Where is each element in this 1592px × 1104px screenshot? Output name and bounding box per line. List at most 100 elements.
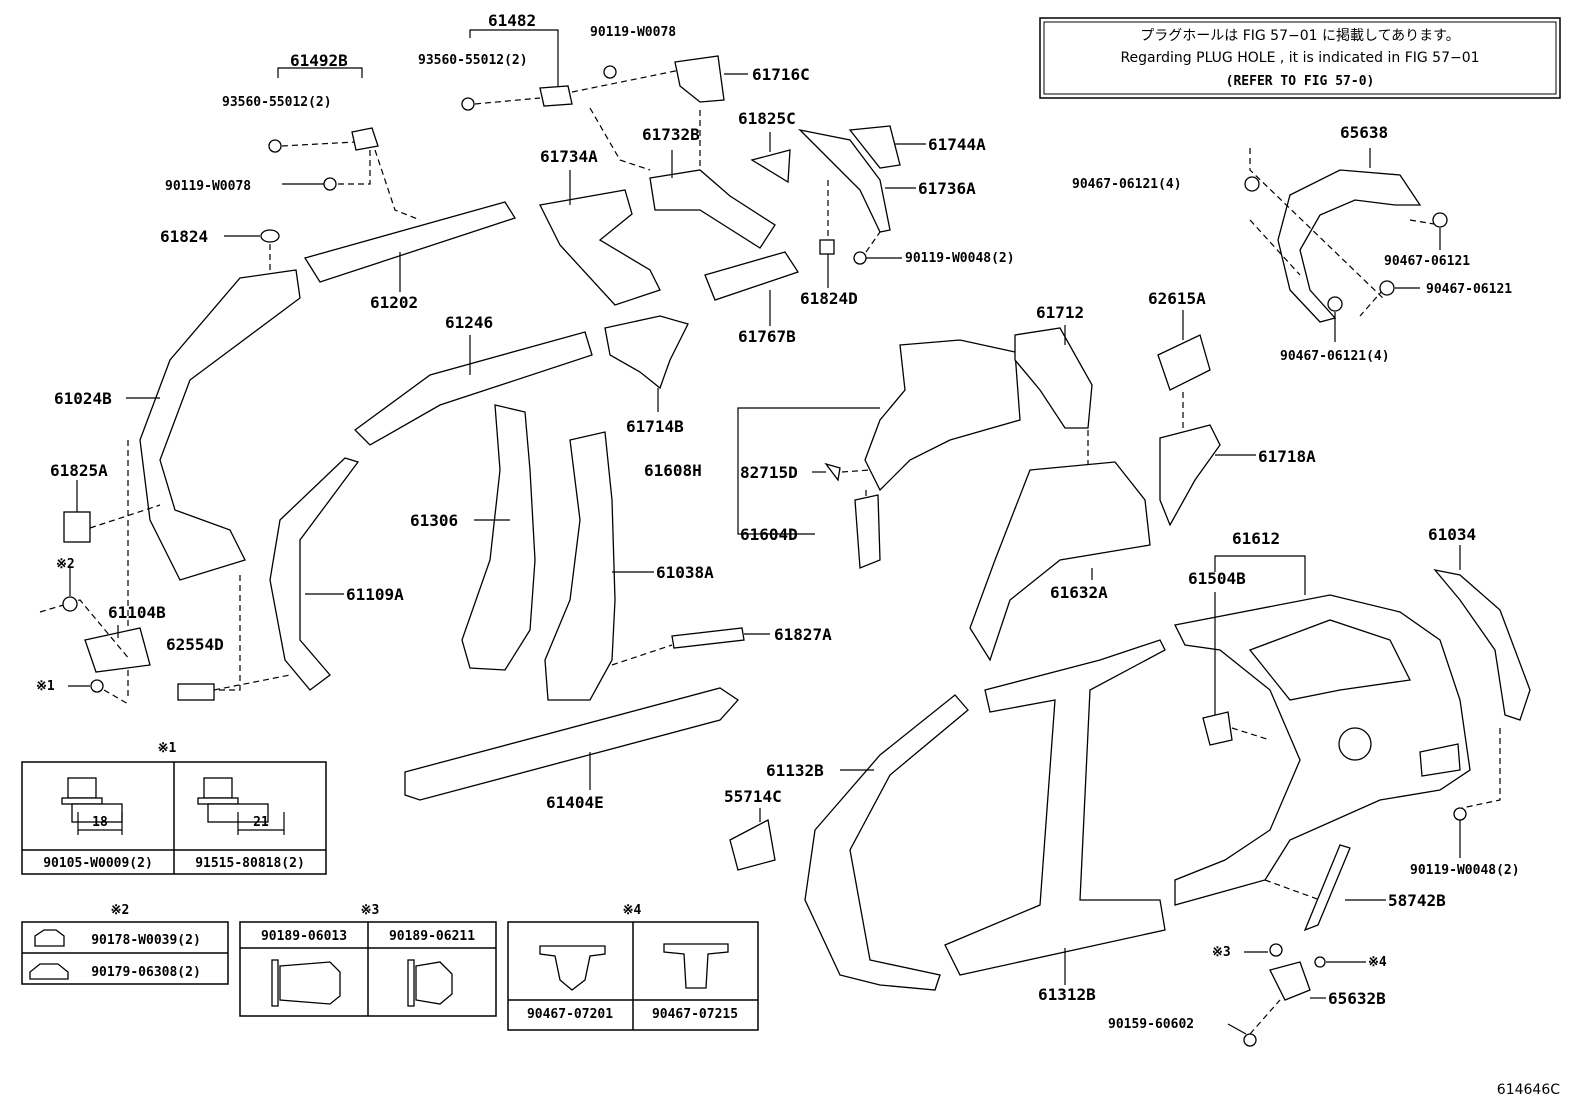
part-61104b xyxy=(84,627,151,673)
label-61736a: 61736A xyxy=(918,179,976,198)
part-group-61492b xyxy=(268,67,421,221)
bracket-61482 xyxy=(539,85,573,107)
label-61732b: 61732B xyxy=(642,125,700,144)
part-61038a xyxy=(544,431,616,701)
part-61712 xyxy=(1014,327,1093,429)
nut-b-icon xyxy=(29,963,69,980)
nut-a-icon xyxy=(34,929,65,947)
label-61612: 61612 xyxy=(1232,529,1280,548)
part-61744a xyxy=(848,125,901,169)
label-61734a: 61734A xyxy=(540,147,598,166)
label-90467-06121-4b: 90467-06121(4) xyxy=(1280,349,1390,364)
part-61504b xyxy=(1202,711,1233,746)
screw-icon xyxy=(1243,1033,1257,1047)
clip-icon xyxy=(1314,956,1326,968)
label-90119-w0078-b: 90119-W0078 xyxy=(165,179,251,194)
part-61202 xyxy=(303,201,516,283)
legend-table-4: ※4 90467-07201 90467-07215 xyxy=(507,903,759,1031)
note-line-1: プラグホールは FIG 57−01 に掲載してあります。 xyxy=(1140,28,1460,44)
label-61632a: 61632A xyxy=(1050,583,1108,602)
label-61718a: 61718A xyxy=(1258,447,1316,466)
label-61712: 61712 xyxy=(1036,303,1084,322)
label-90467-06121-a: 90467-06121 xyxy=(1384,254,1470,269)
legend-table-3: ※3 90189-06013 90189-06211 xyxy=(239,903,497,1017)
label-mark-3: ※3 xyxy=(1212,945,1231,960)
bracket-61492b xyxy=(351,127,379,151)
part-61608h xyxy=(864,339,1021,492)
legend-1-part-b: 91515-80818(2) xyxy=(195,856,305,871)
label-mark-4: ※4 xyxy=(1368,955,1387,970)
label-93560-a: 93560-55012(2) xyxy=(418,53,528,68)
part-group-61246 xyxy=(354,315,689,446)
part-61604d xyxy=(854,494,881,569)
nut-icon xyxy=(62,596,78,612)
label-90467-06121-b: 90467-06121 xyxy=(1426,282,1512,297)
bolt-icon xyxy=(268,139,282,153)
nut-icon xyxy=(1244,176,1260,192)
part-61246 xyxy=(354,331,593,446)
part-group-65632b xyxy=(1227,844,1386,1047)
part-group-61482 xyxy=(461,29,748,171)
label-61024b: 61024B xyxy=(54,389,112,408)
label-90119-w0048-a: 90119-W0048(2) xyxy=(905,251,1015,266)
label-61504b: 61504B xyxy=(1188,569,1246,588)
clip-icon xyxy=(1269,943,1283,957)
label-61104b: 61104B xyxy=(108,603,166,622)
legend-1-dim-b: 21 xyxy=(253,815,269,830)
bolt-icon xyxy=(90,679,104,693)
label-61034: 61034 xyxy=(1428,525,1476,544)
part-61732b xyxy=(649,169,776,249)
label-61824: 61824 xyxy=(160,227,208,246)
part-group-61034 xyxy=(1433,545,1531,858)
pad-61825a xyxy=(63,511,91,543)
label-61038a: 61038A xyxy=(656,563,714,582)
part-61767b xyxy=(704,251,800,301)
plug-61824d xyxy=(819,239,835,255)
label-61246: 61246 xyxy=(445,313,493,332)
legend-2-title: ※2 xyxy=(111,903,130,918)
part-65632b xyxy=(1269,961,1311,1001)
label-61482: 61482 xyxy=(488,11,536,30)
part-group-61109a xyxy=(39,457,360,706)
part-group-61024b xyxy=(63,201,516,700)
clip-b-icon xyxy=(407,959,453,1007)
label-55714c: 55714C xyxy=(724,787,782,806)
label-90467-06121-4a: 90467-06121(4) xyxy=(1072,177,1182,192)
label-61827a: 61827A xyxy=(774,625,832,644)
part-61716c xyxy=(674,55,725,103)
pad-61827a xyxy=(671,627,745,649)
bolt-icon xyxy=(1453,807,1467,821)
lamp-opening xyxy=(1419,743,1461,777)
part-61132b xyxy=(804,694,969,991)
label-61824d: 61824D xyxy=(800,289,858,308)
part-group-61132b xyxy=(729,639,1166,991)
part-61109a xyxy=(269,457,360,691)
label-90119-w0048-b: 90119-W0048(2) xyxy=(1410,863,1520,878)
label-61608h: 61608H xyxy=(644,461,702,480)
quarter-window-opening xyxy=(1248,619,1411,701)
label-61312b: 61312B xyxy=(1038,985,1096,1004)
legend-3-part-a: 90189-06013 xyxy=(261,929,347,944)
nut-icon xyxy=(1379,280,1395,296)
part-61404e xyxy=(404,687,739,801)
pad-62554d xyxy=(177,683,215,701)
note-line-3: (REFER TO FIG 57-0) xyxy=(1226,74,1375,89)
part-61736a xyxy=(798,128,891,233)
label-65632b: 65632B xyxy=(1328,989,1386,1008)
grommet-a-icon xyxy=(539,945,606,991)
label-61604d: 61604D xyxy=(740,525,798,544)
label-62554d: 62554D xyxy=(166,635,224,654)
label-mark-1: ※1 xyxy=(36,679,55,694)
part-group-61734a xyxy=(539,110,776,306)
reference-note: プラグホールは FIG 57−01 に掲載してあります。 Regarding P… xyxy=(1039,17,1561,99)
part-labels: 61482 90119-W0078 93560-55012(2) 61492B … xyxy=(36,11,1520,1032)
bolt-icon xyxy=(461,97,475,111)
label-61306: 61306 xyxy=(410,511,458,530)
part-group-61404e xyxy=(404,687,739,801)
nut-icon xyxy=(1327,296,1343,312)
legend-1-part-a: 90105-W0009(2) xyxy=(43,856,153,871)
label-61716c: 61716C xyxy=(752,65,810,84)
note-line-2: Regarding PLUG HOLE , it is indicated in… xyxy=(1120,50,1479,66)
